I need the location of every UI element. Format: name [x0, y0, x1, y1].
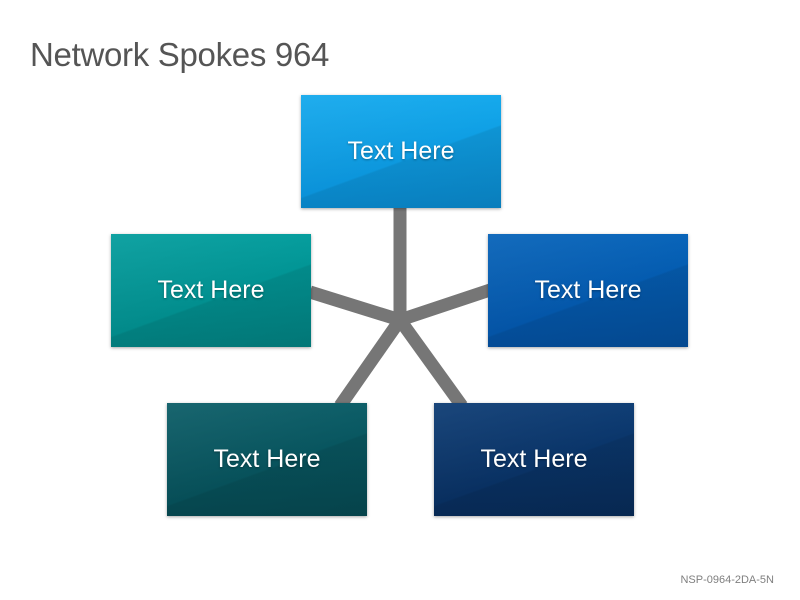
node-right[interactable]: Text Here	[488, 234, 688, 347]
slide-code: NSP-0964-2DA-5N	[680, 574, 774, 586]
spoke-left	[308, 285, 402, 327]
node-left[interactable]: Text Here	[111, 234, 311, 347]
node-left-label: Text Here	[157, 276, 265, 304]
node-bottom-right[interactable]: Text Here	[434, 403, 634, 516]
node-bottom-left[interactable]: Text Here	[167, 403, 367, 516]
spoke-right	[397, 283, 493, 327]
node-right-label: Text Here	[534, 276, 642, 304]
spoke-bottom-left	[334, 316, 406, 410]
node-top[interactable]: Text Here	[301, 95, 501, 208]
node-bottom-right-label: Text Here	[480, 445, 588, 473]
page-title: Network Spokes 964	[30, 36, 330, 73]
spoke-bottom-right	[394, 316, 468, 410]
node-top-label: Text Here	[347, 137, 455, 165]
node-bottom-left-label: Text Here	[213, 445, 321, 473]
